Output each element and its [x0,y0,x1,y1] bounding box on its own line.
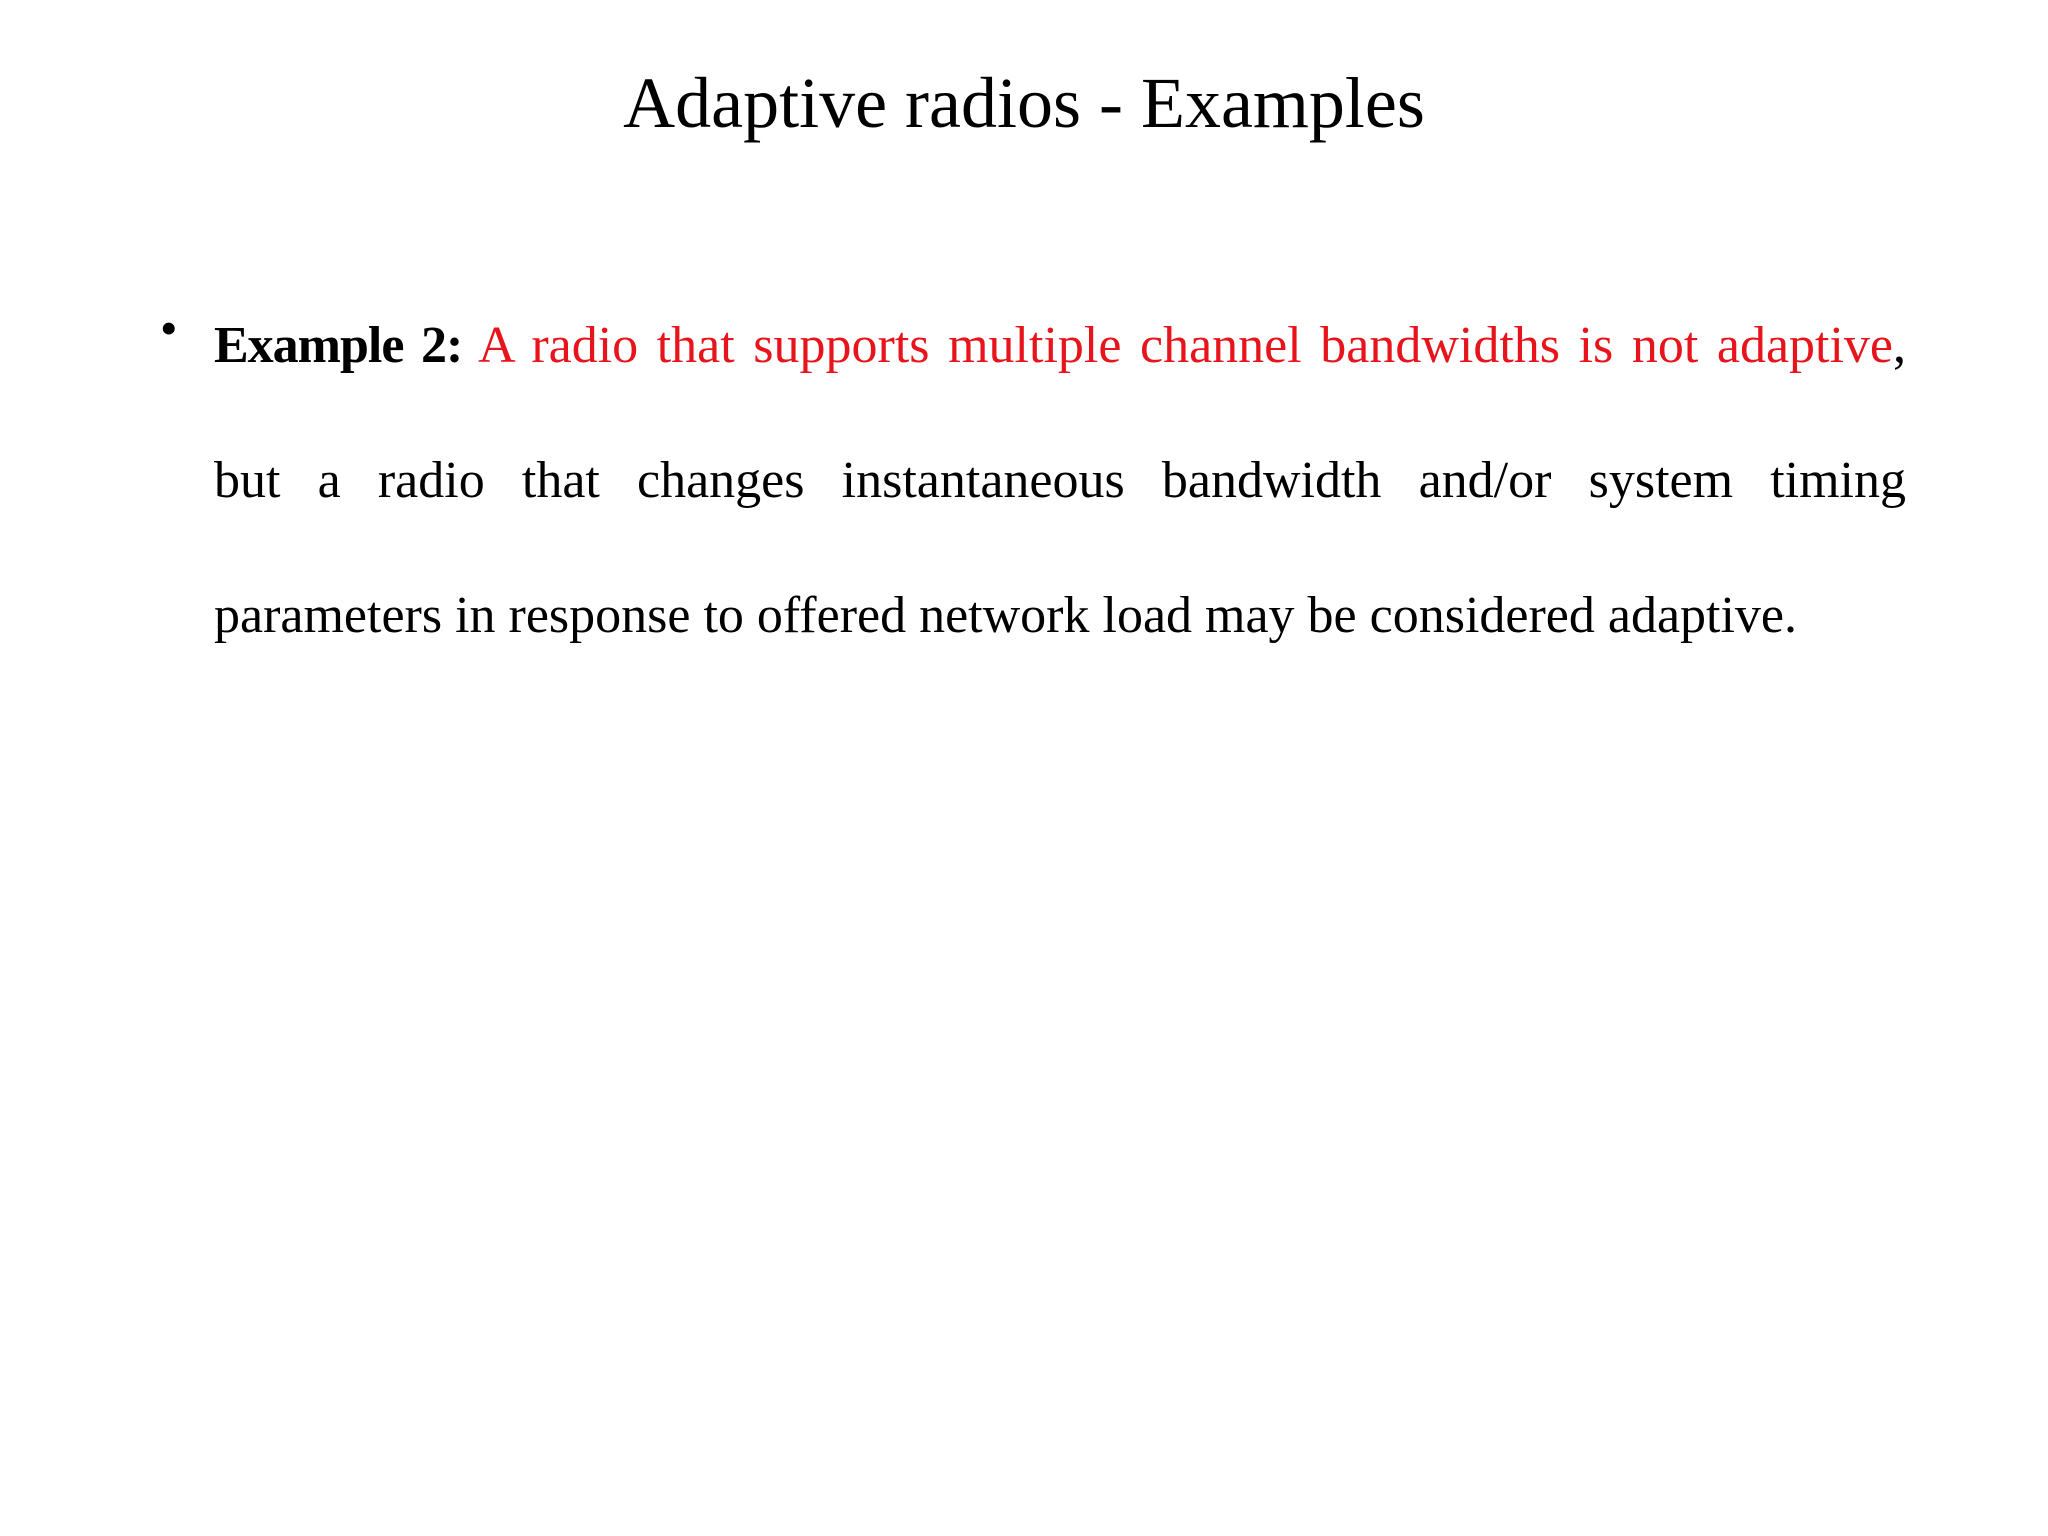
slide-title: Adaptive radios - Examples [623,63,1425,143]
example-label: Example 2: [214,317,463,374]
bullet-list: • Example 2: A radio that supports multi… [160,278,1906,683]
body-statement: , but a radio that changes instantaneous… [214,317,1906,644]
highlighted-statement: A radio that supports multiple channel b… [478,317,1893,374]
bullet-item-example-2: • Example 2: A radio that supports multi… [160,278,1906,683]
bullet-dot-icon: • [160,300,178,356]
